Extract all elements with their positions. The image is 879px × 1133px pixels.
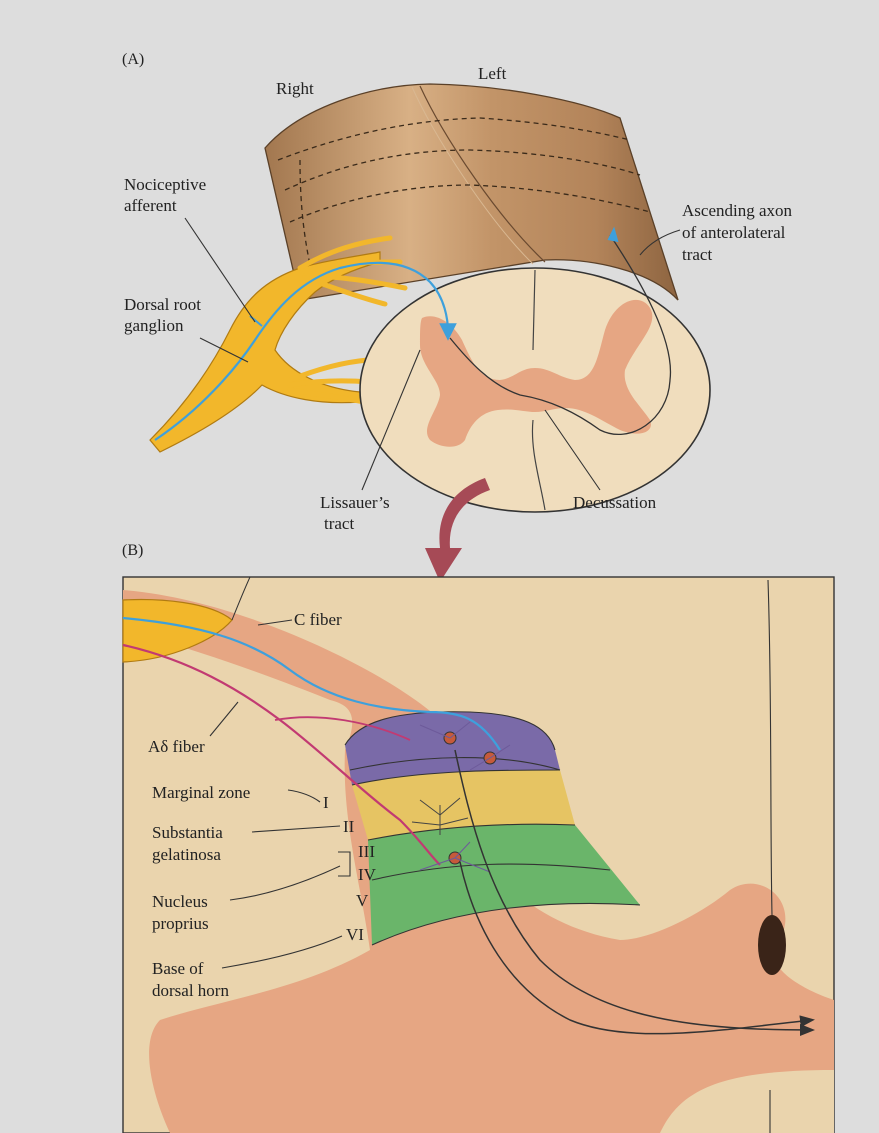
lamina-I-neurons [419,721,511,771]
label-a-delta-fiber: Aδ fiber [148,737,205,756]
label-decussation: Decussation [573,493,657,512]
label-right: Right [276,79,314,98]
lamina-II-yellow [352,770,575,840]
label-ascending-line3: tract [682,245,712,264]
spinal-cord-cylinder [264,83,679,301]
label-nociceptive-line1: Nociceptive [124,175,206,194]
projection-axon-1 [454,749,815,1036]
label-lissauer-line1: Lissauer’s [320,493,390,512]
dorsal-root-ganglion [149,251,381,453]
panel-b: (B) [122,542,835,1133]
lamina-V-numeral: V [356,891,369,910]
lamina-V-neuron [419,841,491,873]
projection-axon-2 [459,861,815,1035]
panel-a-tag: (A) [122,51,144,68]
dorsal-root-tip [122,598,233,663]
zoom-arrow [425,478,490,582]
lamina-IV-numeral: IV [358,865,377,884]
label-base-line2: dorsal horn [152,981,229,1000]
label-sg-line2: gelatinosa [152,845,221,864]
label-nociceptive-line2: afferent [124,196,177,215]
panel-a-leader-lines [184,217,681,491]
lamina-III-V-green [368,824,640,945]
label-marginal-zone: Marginal zone [152,783,250,802]
dorsal-rootlets [287,235,408,405]
panel-b-leader-lines [209,619,351,969]
label-drg-line1: Dorsal root [124,295,201,314]
lamina-I-numeral: I [323,793,329,812]
gray-matter [420,299,653,447]
a-delta-fiber [122,643,441,866]
label-lissauer-line2: tract [324,514,354,533]
lamina-II-neuron [411,797,469,835]
label-np-line2: proprius [152,914,209,933]
c-fiber [122,616,501,751]
lamina-I-II-purple [345,711,560,785]
label-base-line1: Base of [152,959,204,978]
label-drg-line2: ganglion [124,316,184,335]
central-canal [758,915,786,975]
anterolateral-ascending-axon [449,234,672,436]
label-ascending-line1: Ascending axon [682,201,793,220]
label-ascending-line2: of anterolateral [682,223,786,242]
label-c-fiber: C fiber [294,610,342,629]
lamina-III-numeral: III [358,842,375,861]
dorsal-rootlet-lines [277,117,651,266]
nociceptive-afferent-fiber [154,261,457,441]
lamina-VI-numeral: VI [346,925,364,944]
label-np-line1: Nucleus [152,892,208,911]
lamina-II-numeral: II [343,817,355,836]
panel-a: (A) [122,51,793,582]
label-left: Left [478,64,507,83]
label-sg-line1: Substantia [152,823,223,842]
panel-b-tag: (B) [122,542,143,559]
